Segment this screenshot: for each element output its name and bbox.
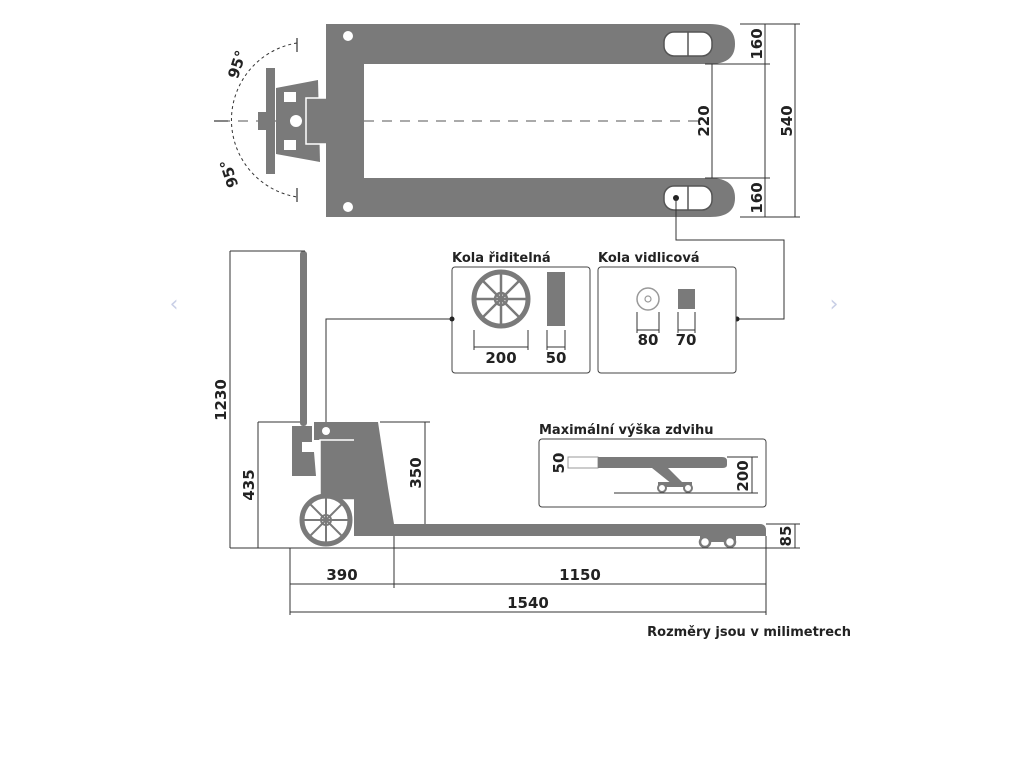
pump-head	[314, 422, 354, 440]
lift-height-box	[538, 438, 767, 508]
raised-fork	[598, 457, 727, 468]
fork-wheel-diameter: 80	[638, 331, 659, 349]
steering-wheel-width: 50	[546, 349, 567, 367]
previous-image-arrow-icon[interactable]: ‹	[169, 292, 179, 317]
lift-roller-1	[657, 483, 667, 493]
handle-knob-top	[258, 112, 268, 130]
dim-fork-length: 1150	[559, 566, 601, 584]
pump-slot-1	[284, 92, 296, 102]
steering-arc	[230, 42, 298, 198]
lift-max: 200	[734, 460, 752, 491]
steering-wheel-diameter: 200	[485, 349, 516, 367]
fork-side	[354, 524, 766, 536]
pump-pivot	[288, 113, 304, 129]
lift-linkage	[652, 468, 684, 484]
chassis-hole-top	[343, 31, 353, 41]
dim-total-length: 1540	[507, 594, 549, 612]
fork-wheels-box	[597, 266, 737, 374]
fork-roller-side-2	[723, 535, 737, 549]
fork-top-upper	[364, 24, 735, 64]
dim-fork-bottom: 160	[748, 182, 766, 213]
fork-wheel-side	[678, 289, 695, 309]
lift-min: 50	[550, 453, 568, 474]
lowered-fork-outline	[567, 456, 599, 469]
handle-side	[300, 251, 307, 426]
leader-fork-wheels	[675, 198, 785, 320]
lift-height-title: Maximální výška zdvihu	[539, 423, 714, 438]
angle-bottom-label: 95°	[216, 157, 242, 190]
fork-wheels-title: Kola vidlicová	[598, 251, 700, 266]
dim-fork-top: 160	[748, 28, 766, 59]
steering-wheel-side	[547, 272, 565, 326]
fork-wheels-panel: Kola vidlicová 80 70	[597, 251, 737, 374]
chassis-hole-bottom	[343, 202, 353, 212]
steering-wheels-title: Kola řiditelná	[452, 251, 551, 266]
units-footnote: Rozměry jsou v milimetrech	[647, 625, 851, 640]
next-image-arrow-icon[interactable]: ›	[829, 292, 839, 317]
dim-body-height: 435	[240, 469, 258, 500]
lift-height-panel: Maximální výška zdvihu 50 200	[538, 423, 767, 508]
lift-roller-2	[683, 483, 693, 493]
handle-top	[266, 68, 275, 174]
dim-total-width: 540	[778, 105, 796, 136]
pump-cylinder	[319, 439, 357, 501]
chassis-top	[326, 24, 364, 217]
chassis-side	[354, 422, 394, 524]
dim-rear: 390	[326, 566, 357, 584]
steering-wheels-panel: Kola řiditelná 200 50	[449, 251, 591, 374]
fork-wheel-width: 70	[676, 331, 697, 349]
dim-fork-height: 85	[777, 526, 795, 547]
top-view: 95° 95° 160 160 220 540	[214, 23, 800, 322]
dim-gap: 220	[695, 105, 713, 136]
fork-top-lower	[364, 178, 735, 217]
side-view: 1230 435 350 85 390 1150 1540	[212, 250, 800, 615]
angle-top-label: 95°	[224, 48, 250, 81]
dim-pump-height: 350	[407, 457, 425, 488]
pump-side-left	[292, 426, 316, 476]
dim-handle-height: 1230	[212, 379, 230, 421]
pump-slot-2	[284, 140, 296, 150]
fork-roller-side-1	[698, 535, 712, 549]
